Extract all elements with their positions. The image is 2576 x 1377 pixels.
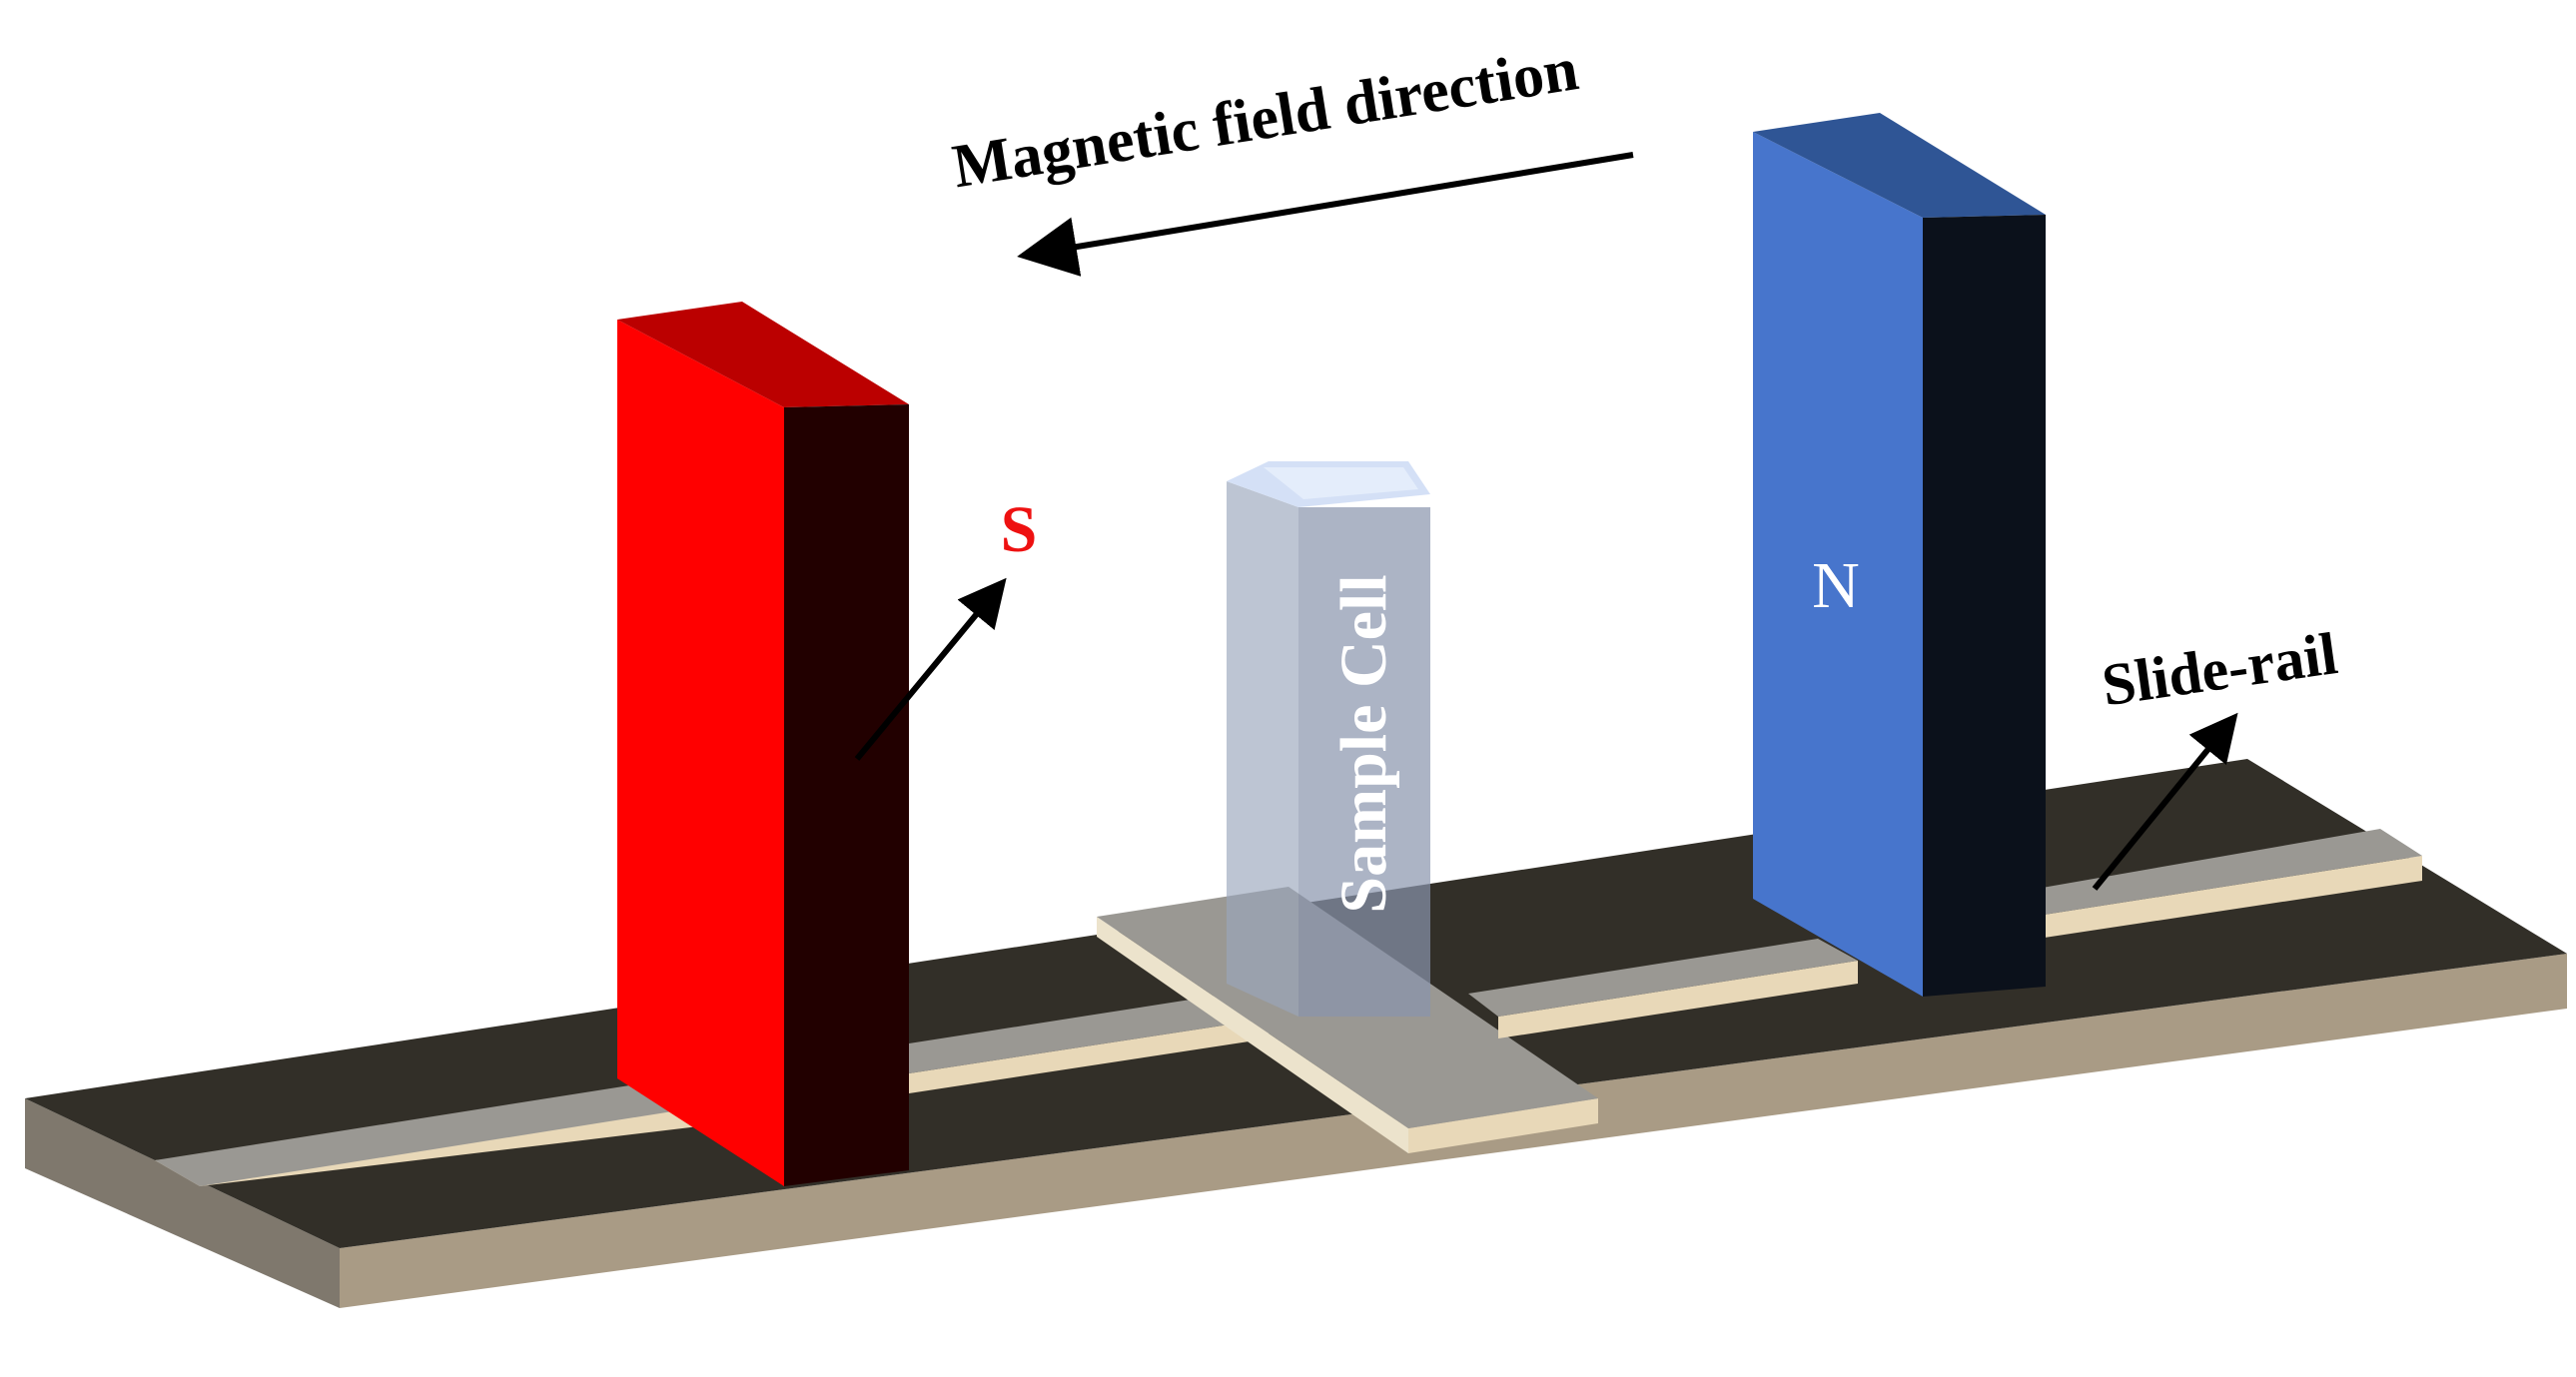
north-pole-label: N xyxy=(1812,549,1860,622)
north-magnet xyxy=(1753,113,2046,997)
north-magnet-front xyxy=(1753,132,1923,997)
slide-rail-pointer-arrow xyxy=(2092,712,2238,891)
rail-mid-left-side xyxy=(909,1019,1269,1093)
rail-right-top xyxy=(2008,829,2422,916)
south-magnet xyxy=(617,302,909,1186)
slide-rails xyxy=(155,829,2422,1186)
base-plate-side xyxy=(25,1098,340,1308)
rail-left-top xyxy=(155,1080,704,1186)
rail-mid-right-side xyxy=(1498,961,1858,1038)
rail-mid-left-top xyxy=(909,994,1269,1073)
stage-left-edge xyxy=(1097,917,1408,1153)
sample-cell-body xyxy=(1227,481,1298,1017)
rail-mid-right-top xyxy=(1468,939,1858,1017)
magnetic-field-arrow xyxy=(1017,152,1634,277)
north-magnet-top xyxy=(1753,113,2046,218)
sample-cell xyxy=(1227,461,1430,1017)
rail-right-side xyxy=(2038,856,2422,939)
south-magnet-top xyxy=(617,302,909,407)
sample-cell-top-highlight xyxy=(1264,467,1418,499)
north-magnet-side xyxy=(1923,215,2046,997)
south-magnet-side xyxy=(784,404,909,1186)
south-magnet-front xyxy=(617,320,784,1186)
stage-front xyxy=(1408,1098,1598,1153)
south-pole-pointer-arrow xyxy=(854,577,1007,761)
sample-cell-label: Sample Cell xyxy=(1327,574,1400,913)
sample-cell-front xyxy=(1298,507,1430,1017)
slide-rail-label: Slide-rail xyxy=(2098,620,2341,718)
south-pole-label: S xyxy=(1001,493,1038,566)
